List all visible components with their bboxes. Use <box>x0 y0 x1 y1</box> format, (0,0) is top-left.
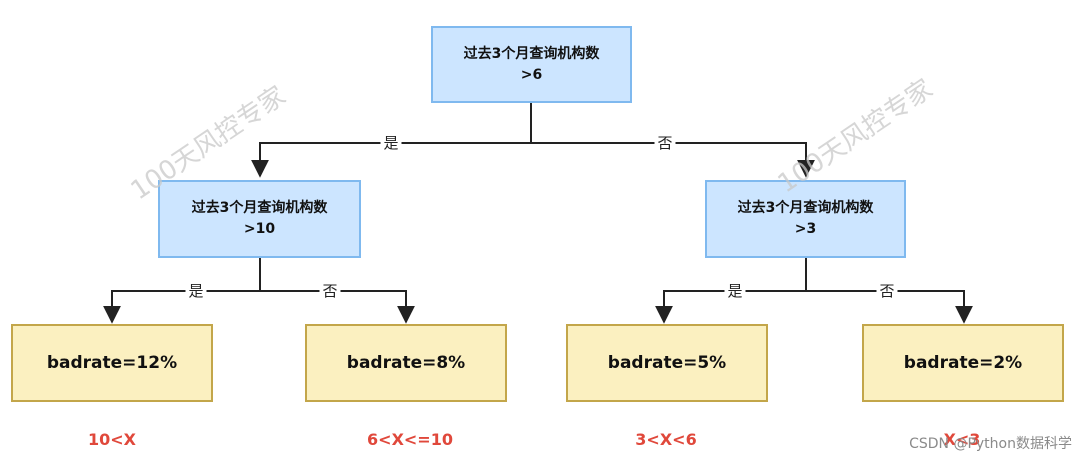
left-threshold-label: >10 <box>243 221 276 237</box>
root-decision-node: 过去3个月查询机构数 >6 <box>431 26 632 103</box>
yes-edge-label: 是 <box>185 282 207 300</box>
no-edge-label: 否 <box>319 282 341 300</box>
leaf-node: badrate=2% <box>862 324 1064 402</box>
left-decision-node: 过去3个月查询机构数 >10 <box>158 180 361 258</box>
interval-label: 10<X <box>87 430 137 449</box>
no-edge-label: 否 <box>654 134 676 152</box>
leaf-node: badrate=8% <box>305 324 507 402</box>
interval-label: X<3 <box>943 430 981 449</box>
right-decision-node: 过去3个月查询机构数 >3 <box>705 180 906 258</box>
root-condition-label: 过去3个月查询机构数 <box>463 45 600 62</box>
right-no-branch <box>806 290 973 324</box>
leaf-node: badrate=12% <box>11 324 213 402</box>
root-threshold-label: >6 <box>520 66 543 83</box>
root-yes-branch <box>251 142 531 178</box>
interval-label: 3<X<6 <box>635 430 697 449</box>
interval-label: 6<X<=10 <box>367 430 453 449</box>
yes-edge-label: 是 <box>380 134 402 152</box>
badrate-label: badrate=12% <box>46 353 178 373</box>
left-condition-label: 过去3个月查询机构数 <box>191 200 328 216</box>
right-condition-label: 过去3个月查询机构数 <box>737 200 874 216</box>
left-no-branch <box>260 290 415 324</box>
badrate-label: badrate=2% <box>903 353 1023 373</box>
root-no-branch <box>531 142 815 178</box>
left-yes-branch <box>103 290 260 324</box>
badrate-label: badrate=5% <box>607 353 727 373</box>
yes-edge-label: 是 <box>724 282 746 300</box>
source-credit: CSDN @Python数据科学 <box>909 436 1072 452</box>
badrate-label: badrate=8% <box>346 353 466 373</box>
right-threshold-label: >3 <box>794 221 817 237</box>
leaf-node: badrate=5% <box>566 324 768 402</box>
right-yes-branch <box>655 290 806 324</box>
no-edge-label: 否 <box>876 282 898 300</box>
